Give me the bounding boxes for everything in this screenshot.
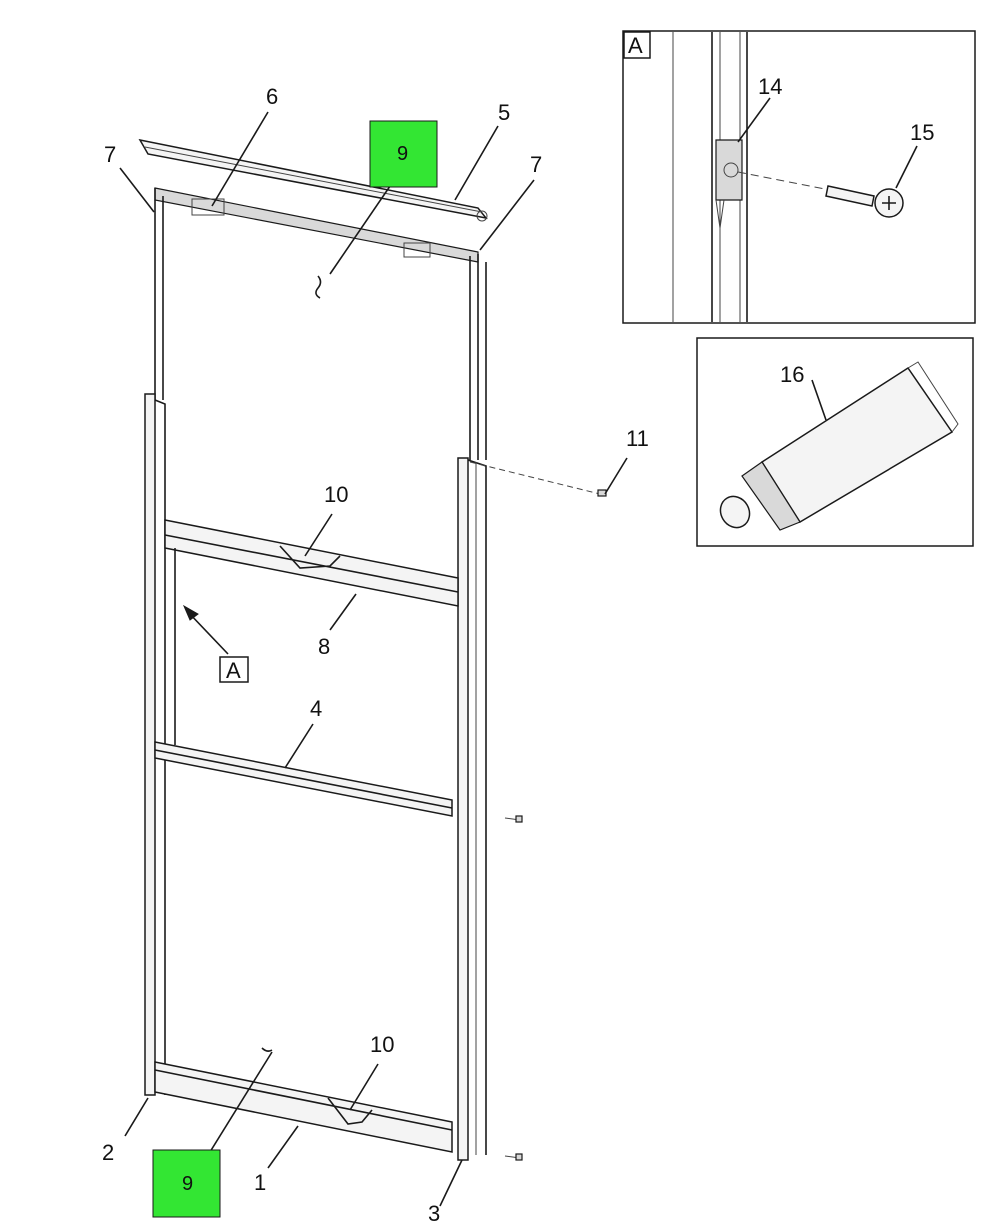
callout-1: 1	[254, 1170, 266, 1195]
callout-2: 2	[102, 1140, 114, 1165]
hotspot-9-top[interactable]: 9	[369, 120, 438, 188]
callout-7-right: 7	[530, 152, 542, 177]
callout-8: 8	[318, 634, 330, 659]
callout-6: 6	[266, 84, 278, 109]
callout-16: 16	[780, 362, 804, 387]
callout-14: 14	[758, 74, 782, 99]
svg-text:9: 9	[397, 143, 408, 165]
callout-15: 15	[910, 120, 934, 145]
callout-7-left: 7	[104, 142, 116, 167]
view-a-label: A	[226, 658, 241, 683]
sealant-tube-panel: 16	[696, 337, 974, 547]
callout-10-upper: 10	[324, 482, 348, 507]
callout-3: 3	[428, 1201, 440, 1221]
callout-labels: 6 5 7 7 10 11 8 4 10 2 1 3	[102, 84, 649, 1221]
callout-5: 5	[498, 100, 510, 125]
detail-a-label: A	[628, 33, 643, 58]
door-assembly	[138, 138, 607, 1161]
callout-11: 11	[626, 426, 649, 451]
hotspot-9-bottom[interactable]: 9	[152, 1149, 221, 1218]
view-a-reference: A	[219, 656, 249, 683]
detail-a-panel: A 14 15	[622, 30, 976, 324]
svg-text:9: 9	[182, 1173, 193, 1195]
callout-10-lower: 10	[370, 1032, 394, 1057]
callout-4: 4	[310, 696, 322, 721]
